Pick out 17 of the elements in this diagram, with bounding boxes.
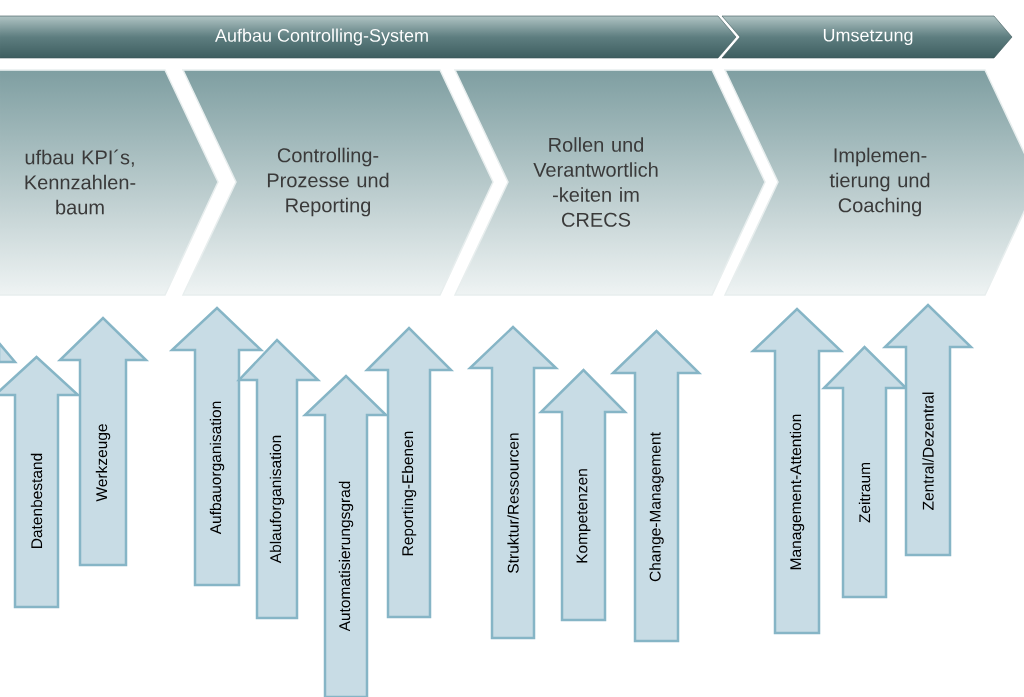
upward-label-tag: Automatisierungsgrad [301, 374, 390, 697]
heading-banner: Umsetzung [721, 15, 1013, 59]
upward-label-tag: Aufbauorganisation [168, 306, 265, 587]
upward-label-tag: Change-Management [609, 329, 703, 643]
chevron-step: Controlling- Prozesse und Reporting [181, 69, 494, 296]
upward-label-tag: Reporting-Ebenen [364, 326, 455, 619]
upward-label-tag: Datenbestand [0, 355, 82, 609]
upward-label-tag: Kompetenzen [537, 368, 628, 622]
chevron-step: Implemen- tierung und Coaching [723, 69, 1024, 296]
chevron-step: ufbau KPI´s, Kennzahlen- baum [0, 69, 219, 296]
chevron-step: Rollen und Verantwortlich -keiten im CRECS [453, 69, 766, 296]
upward-label-tag: Zentral/Dezentral [881, 303, 975, 557]
upward-label-tag: Management-Attention [749, 307, 845, 635]
heading-banner: Aufbau Controlling-System [0, 15, 737, 59]
upward-label-tag: Werkzeuge [56, 316, 150, 567]
upward-label-tag: Ablauforganisation [236, 338, 322, 620]
upward-label-tag: Struktur/Ressourcen [466, 325, 560, 640]
